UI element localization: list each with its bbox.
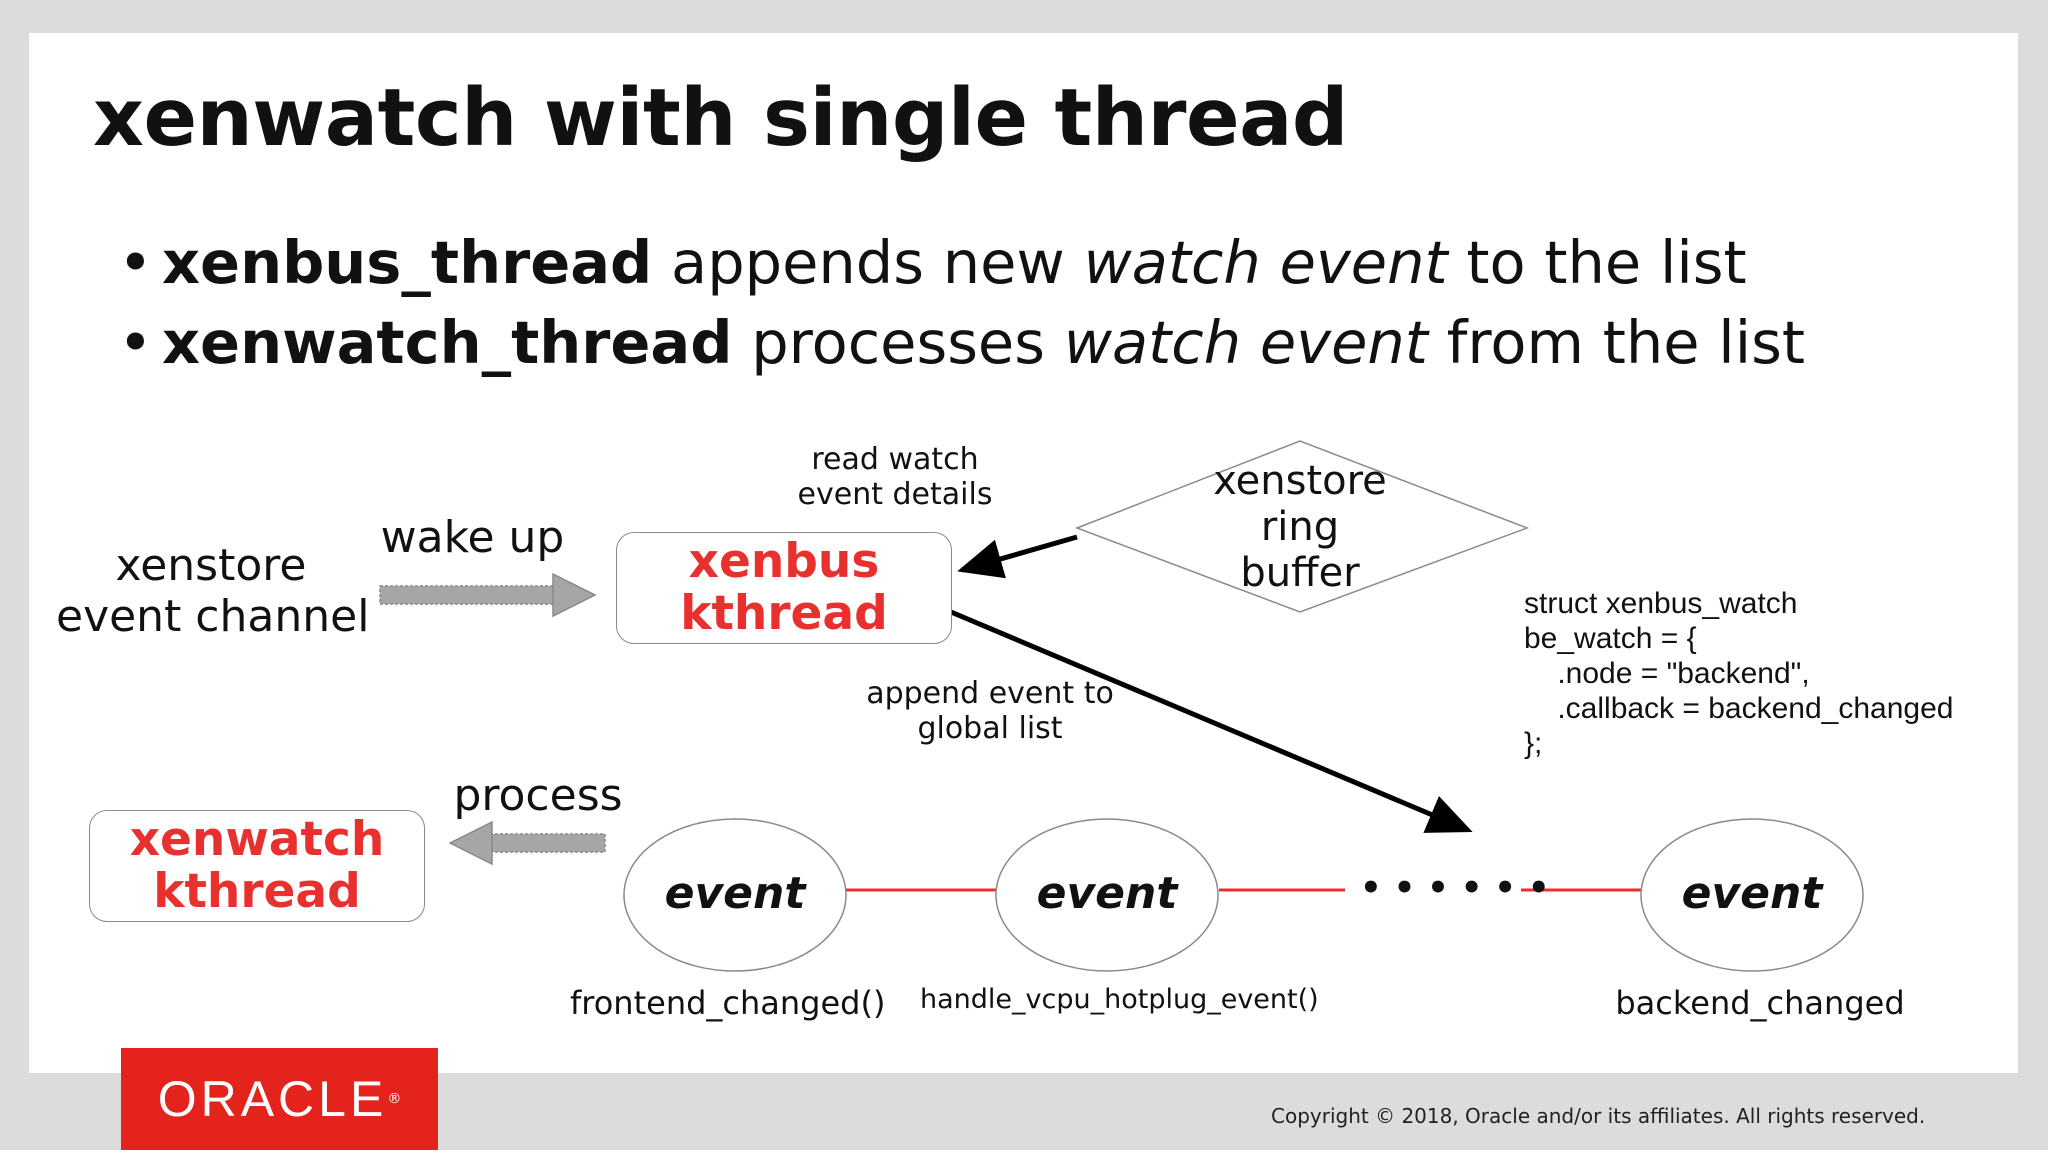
append-label: append event to global list (860, 676, 1120, 746)
list-ellipsis: • • • • • • (1360, 868, 1550, 908)
copyright-notice: Copyright © 2018, Oracle and/or its affi… (1271, 1104, 1926, 1128)
process-arrow (448, 820, 606, 866)
xenwatch-box-line1: xenwatch (129, 812, 385, 867)
callback-frontend: frontend_changed() (570, 984, 886, 1022)
event-node-vcpu (995, 818, 1219, 972)
read-watch-label-line2: event details (797, 477, 993, 512)
bullet-2-pre: processes (732, 308, 1064, 377)
oracle-logo-mark: ® (387, 1091, 402, 1107)
xenwatch-box-line2: kthread (153, 864, 361, 919)
bullet-dot: • (118, 308, 153, 377)
code-line: struct xenbus_watch (1524, 587, 1798, 620)
xenbus-box-line2: kthread (680, 586, 888, 641)
append-label-line2: global list (917, 711, 1063, 746)
append-arrow (950, 609, 1473, 833)
bullet-1-pre: appends new (652, 228, 1084, 297)
xenbus-box-line1: xenbus (688, 534, 880, 589)
read-watch-label: read watch event details (775, 442, 1015, 512)
oracle-logo: ORACLE® (121, 1048, 438, 1150)
code-line: be_watch = { (1524, 622, 1697, 655)
bullet-2: •xenwatch_thread processes watch event f… (118, 308, 1805, 377)
event-label: event (1036, 868, 1178, 919)
oracle-logo-text: ORACLE (157, 1071, 388, 1127)
read-arrow (957, 534, 1078, 579)
event-channel-label-line1: xenstore (115, 540, 307, 591)
ring-buffer-diamond (1074, 440, 1530, 613)
code-line: .node = "backend", (1524, 657, 1810, 690)
callback-vcpu: handle_vcpu_hotplug_event() (920, 984, 1319, 1015)
code-line: }; (1524, 727, 1543, 760)
wake-up-arrow (379, 572, 597, 618)
event-label: event (664, 868, 806, 919)
bullet-2-post: from the list (1427, 308, 1805, 377)
ring-buffer-label: xenstore ring buffer (1180, 458, 1420, 596)
read-watch-label-line1: read watch (811, 442, 979, 477)
bullet-1-italic: watch event (1083, 228, 1448, 297)
event-label: event (1681, 868, 1823, 919)
ring-buffer-line1: xenstore (1213, 458, 1387, 504)
event-node-frontend (623, 818, 847, 972)
xenbus-kthread-box: xenbus kthread (616, 532, 952, 644)
bullet-1-post: to the list (1447, 228, 1747, 297)
ring-buffer-line3: buffer (1240, 550, 1360, 596)
callback-backend: backend_changed (1615, 984, 1905, 1022)
slide-title: xenwatch with single thread (93, 72, 1348, 164)
ring-buffer-line2: ring (1260, 504, 1340, 550)
wake-up-label: wake up (380, 512, 565, 563)
event-channel-label-line2: event channel (56, 591, 370, 642)
bullet-1: •xenbus_thread appends new watch event t… (118, 228, 1747, 297)
event-channel-label: xenstore event channel (56, 540, 370, 642)
code-line: .callback = backend_changed (1524, 692, 1954, 725)
bullet-1-bold: xenbus_thread (162, 228, 653, 297)
bullet-dot: • (118, 228, 153, 297)
bullet-2-italic: watch event (1063, 308, 1428, 377)
append-label-line1: append event to (866, 676, 1114, 711)
event-node-backend (1640, 818, 1864, 972)
bullet-2-bold: xenwatch_thread (162, 308, 733, 377)
process-label: process (453, 770, 623, 821)
xenwatch-kthread-box: xenwatch kthread (89, 810, 425, 922)
